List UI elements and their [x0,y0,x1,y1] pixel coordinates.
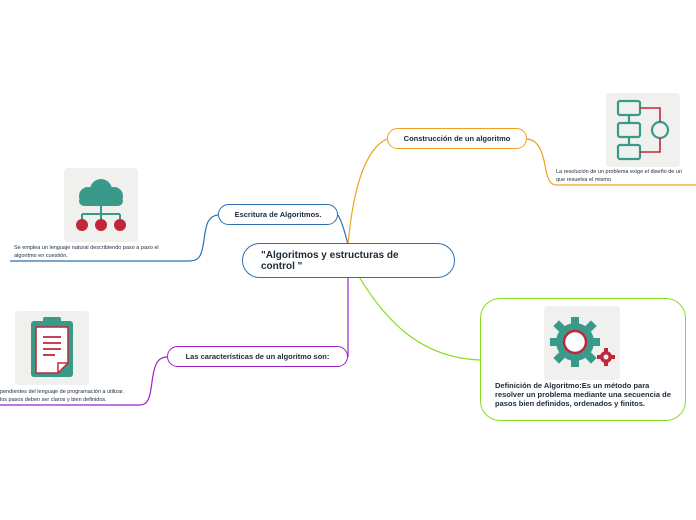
topic-construccion-label: Construcción de un algoritmo [403,134,511,143]
note-construccion: La resolución de un problema exige el di… [556,169,682,184]
connector-definicion [357,274,481,361]
connector-escritura [337,214,349,246]
note-escritura-line-1: Se emplea un lenguaje natural describien… [14,245,159,251]
connector-caracteristicas-note [0,356,168,406]
central-topic[interactable]: "Algoritmos y estructuras de control " [242,243,455,278]
note-escritura: Se emplea un lenguaje natural describien… [14,245,159,260]
topic-definicion[interactable]: Definición de Algoritmo:Es un método par… [480,298,686,421]
note-caracteristicas-line-2: los pasos deben ser claros y bien defini… [0,396,107,403]
topic-escritura[interactable]: Escritura de Algoritmos. [218,204,338,225]
topic-caracteristicas[interactable]: Las características de un algoritmo son: [167,346,348,367]
flowchart-icon [606,93,680,167]
note-construccion-line-2: que resuelva el mismo [556,176,612,183]
topic-definicion-text: Definición de Algoritmo:Es un método par… [495,381,671,408]
note-escritura-line-2: algoritmo en cuestión. [14,252,68,259]
central-topic-label: "Algoritmos y estructuras de control " [261,249,399,272]
gears-icon [544,306,620,380]
connector-construccion [347,138,388,246]
note-caracteristicas-line-1: pendientes del lenguaje de programación … [0,389,125,395]
clipboard-icon [15,311,89,385]
topic-escritura-label: Escritura de Algoritmos. [234,210,322,219]
note-construccion-line-1: La resolución de un problema exige el di… [556,169,682,175]
topic-caracteristicas-label: Las características de un algoritmo son: [185,352,330,361]
cloud-network-icon [64,168,138,242]
connector-escritura-note [10,214,219,262]
connector-construccion-note [526,138,696,186]
topic-construccion[interactable]: Construcción de un algoritmo [387,128,527,149]
note-caracteristicas: pendientes del lenguaje de programación … [0,389,124,404]
